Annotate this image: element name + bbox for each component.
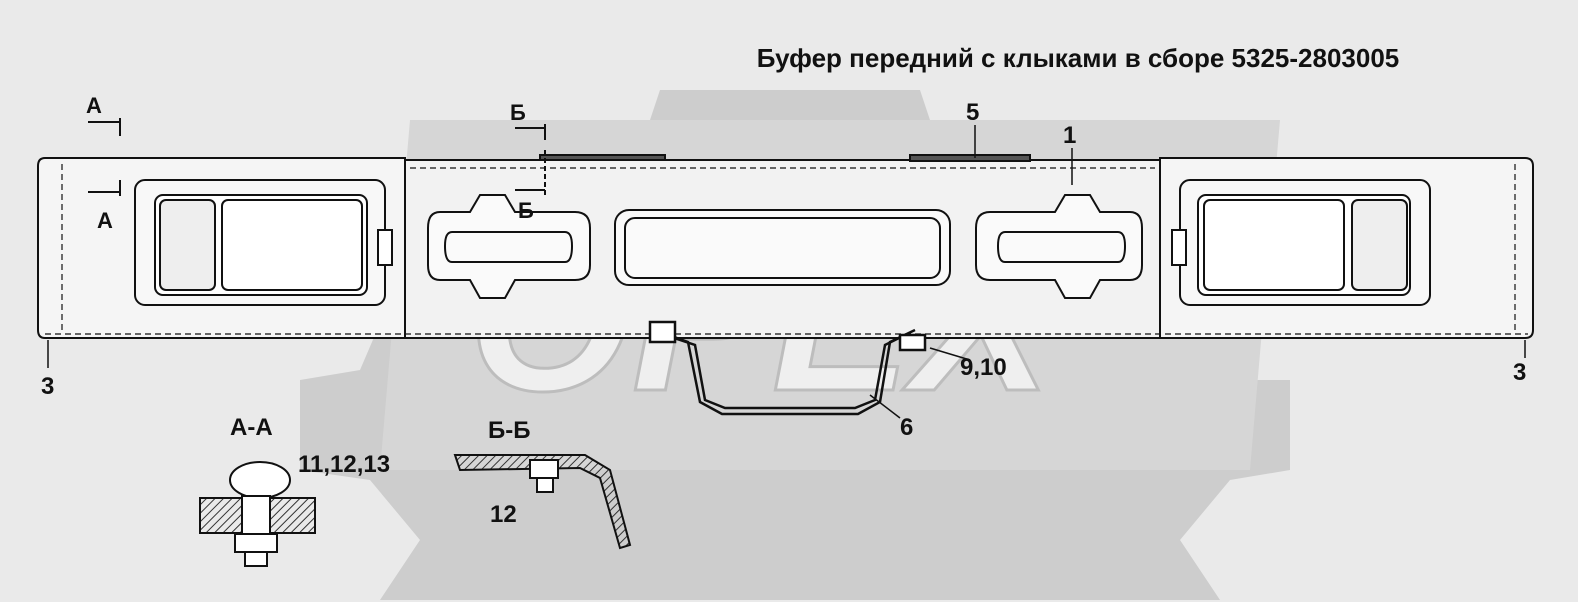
section-a-marker bbox=[88, 118, 121, 196]
callout-5: 5 bbox=[966, 99, 979, 126]
right-headlamp bbox=[1171, 179, 1431, 306]
tow-hook-opening-left bbox=[427, 194, 591, 299]
callout-3-right: 3 bbox=[1513, 359, 1526, 386]
diagram-title: Буфер передний с клыками в сборе 5325-28… bbox=[757, 43, 1400, 73]
callout-1: 1 bbox=[1063, 122, 1076, 149]
section-bb-title: Б-Б bbox=[488, 417, 531, 444]
section-a-top-label: А bbox=[86, 93, 102, 118]
callout-3-left: 3 bbox=[41, 373, 54, 400]
section-b-bottom-label: Б bbox=[518, 198, 534, 223]
left-headlamp bbox=[134, 179, 393, 306]
section-b-top-label: Б bbox=[510, 100, 526, 125]
top-vent-strips bbox=[539, 154, 1031, 162]
license-plate-opening bbox=[614, 209, 951, 286]
section-aa-detail bbox=[199, 461, 316, 567]
section-b-marker bbox=[515, 124, 546, 195]
section-bb-detail bbox=[453, 454, 632, 550]
callout-12: 12 bbox=[490, 501, 517, 528]
tow-hook-opening-right bbox=[975, 194, 1143, 299]
callout-9-10: 9,10 bbox=[960, 354, 1007, 381]
section-a-bottom-label: А bbox=[97, 208, 113, 233]
section-aa-title: А-А bbox=[230, 414, 273, 441]
leader-lines bbox=[47, 125, 1526, 419]
callout-11-12-13: 11,12,13 bbox=[298, 451, 390, 478]
callout-6: 6 bbox=[900, 414, 913, 441]
handle-part-6 bbox=[648, 320, 927, 416]
